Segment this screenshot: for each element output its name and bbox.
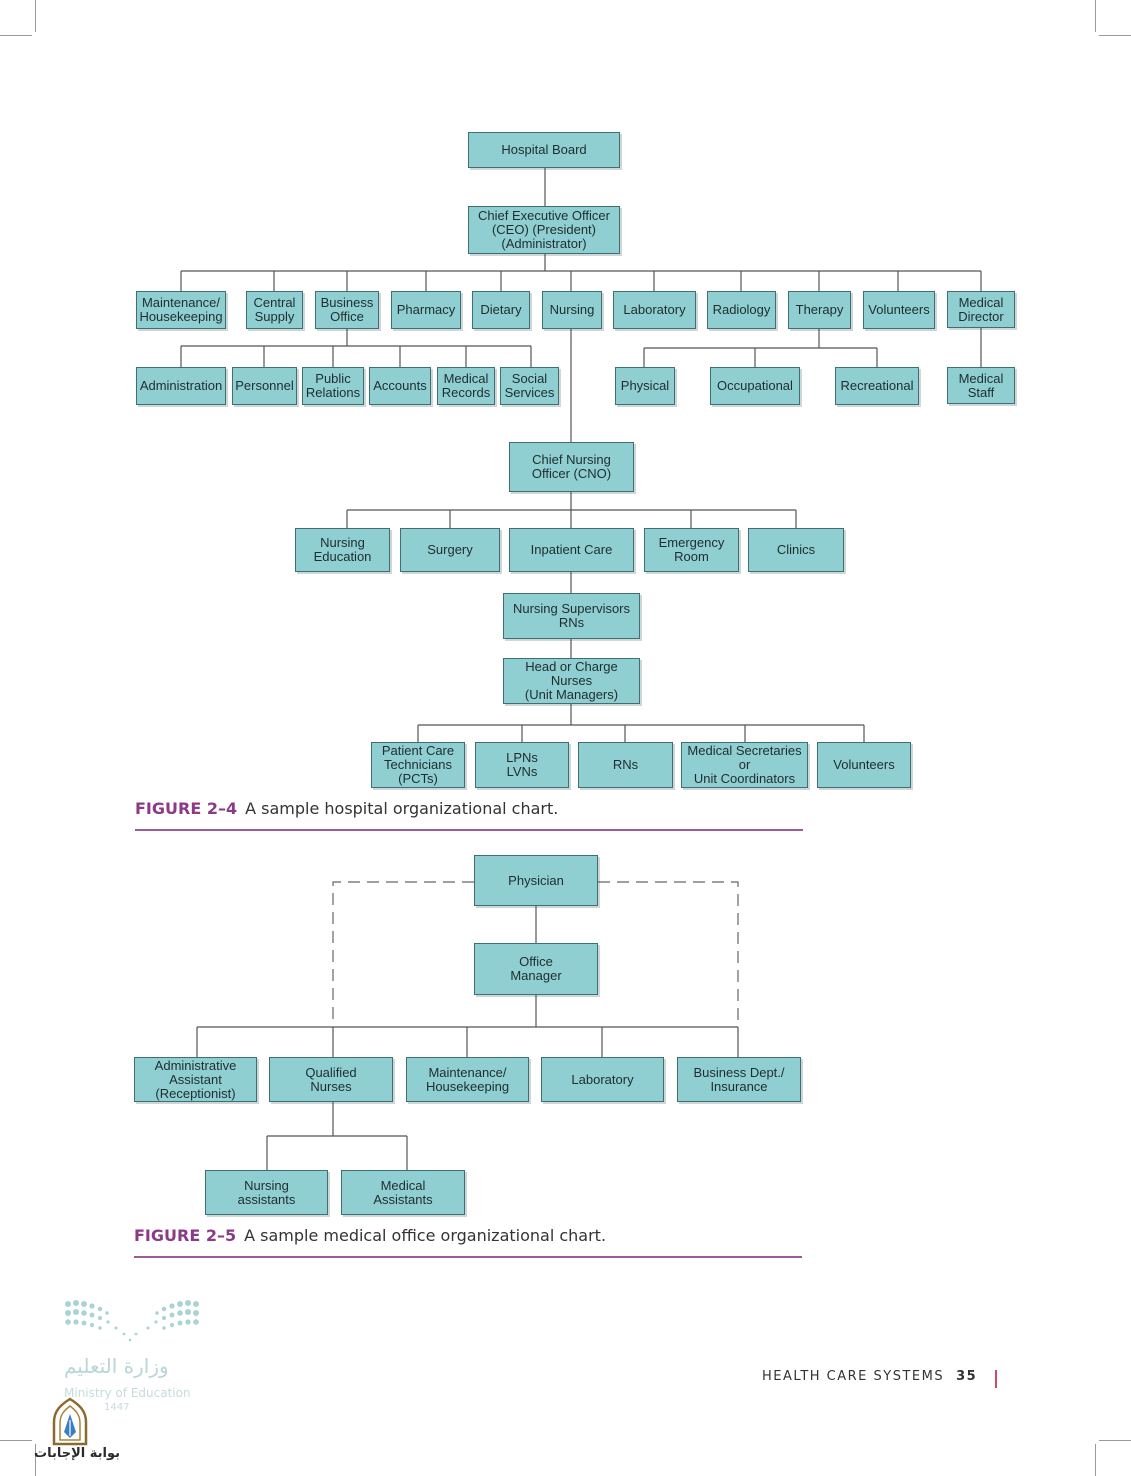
node-lpns-lvns: LPNs LVNs [475, 742, 569, 788]
node-office-manager: Office Manager [474, 943, 598, 995]
node-qualified-nurses: Qualified Nurses [269, 1057, 393, 1102]
node-dietary: Dietary [472, 291, 530, 329]
footer-section-title: HEALTH CARE SYSTEMS [762, 1369, 945, 1384]
node-inpatient-care: Inpatient Care [509, 528, 634, 572]
node-business-dept: Business Dept./ Insurance [677, 1057, 801, 1102]
figure-2-4-text: A sample hospital organizational chart. [245, 799, 559, 818]
crop-mark-top-right-h [1099, 35, 1131, 36]
node-physical: Physical [615, 367, 675, 405]
node-maintenance-housekeeping-office: Maintenance/ Housekeeping [406, 1057, 529, 1102]
node-laboratory: Laboratory [613, 291, 696, 329]
figure-2-4-label: FIGURE 2–4 [135, 799, 238, 818]
node-rns: RNs [578, 742, 673, 788]
node-medical-records: Medical Records [437, 367, 495, 405]
node-laboratory-office: Laboratory [541, 1057, 664, 1102]
node-maintenance-housekeeping: Maintenance/ Housekeeping [136, 291, 226, 329]
ministry-year: 1447 [104, 1402, 130, 1413]
page-number: 35 [956, 1369, 978, 1384]
node-administration: Administration [136, 367, 226, 405]
node-central-supply: Central Supply [246, 291, 303, 329]
node-nursing-education: Nursing Education [295, 528, 390, 572]
node-nursing: Nursing [542, 291, 602, 329]
page-footer: HEALTH CARE SYSTEMS 35 [762, 1369, 977, 1384]
node-nursing-assistants: Nursing assistants [205, 1170, 328, 1215]
crop-mark-top-right-v [1095, 0, 1096, 32]
footer-accent-bar [995, 1370, 997, 1388]
crop-mark-bottom-right-v [1095, 1444, 1096, 1476]
node-administrative-assistant: Administrative Assistant (Receptionist) [134, 1057, 257, 1102]
node-pcts: Patient Care Technicians (PCTs) [371, 742, 465, 788]
node-occupational: Occupational [710, 367, 800, 405]
ministry-logo-icon [65, 1300, 199, 1342]
node-ceo: Chief Executive Officer (CEO) (President… [468, 206, 620, 254]
node-physician: Physician [474, 855, 598, 906]
figure-2-4-caption: FIGURE 2–4 A sample hospital organization… [135, 799, 558, 818]
crop-mark-bottom-left-h [0, 1440, 32, 1441]
node-volunteers-bottom: Volunteers [817, 742, 911, 788]
node-pharmacy: Pharmacy [391, 291, 461, 329]
answers-portal-text: بوابة الإجابات [34, 1446, 120, 1461]
node-medical-staff: Medical Staff [947, 367, 1015, 404]
node-clinics: Clinics [748, 528, 844, 572]
crop-mark-bottom-right-h [1099, 1440, 1131, 1441]
figure-2-4-rule [135, 829, 803, 831]
node-volunteers-top: Volunteers [863, 291, 935, 329]
node-medical-director: Medical Director [947, 291, 1015, 328]
node-medical-assistants: Medical Assistants [341, 1170, 465, 1215]
node-personnel: Personnel [232, 367, 297, 405]
node-hospital-board: Hospital Board [468, 132, 620, 168]
node-radiology: Radiology [707, 291, 776, 329]
node-social-services: Social Services [500, 367, 559, 405]
node-therapy: Therapy [788, 291, 851, 329]
node-surgery: Surgery [400, 528, 500, 572]
node-cno: Chief Nursing Officer (CNO) [509, 442, 634, 492]
node-accounts: Accounts [369, 367, 431, 405]
crop-mark-top-left-v [35, 0, 36, 32]
answers-portal-icon [52, 1397, 88, 1446]
figure-2-5-rule [134, 1256, 802, 1258]
node-public-relations: Public Relations [302, 367, 364, 405]
ministry-name-english: Ministry of Education [64, 1386, 191, 1400]
node-recreational: Recreational [835, 367, 919, 405]
node-nursing-supervisors: Nursing Supervisors RNs [503, 593, 640, 639]
ministry-name-arabic: وزارة التعليم [64, 1354, 169, 1378]
crop-mark-top-left-h [0, 35, 32, 36]
figure-2-5-text: A sample medical office organizational c… [244, 1226, 607, 1245]
node-emergency-room: Emergency Room [644, 528, 739, 572]
node-head-charge-nurses: Head or Charge Nurses (Unit Managers) [503, 658, 640, 704]
node-medical-secretaries: Medical Secretaries or Unit Coordinators [681, 742, 808, 788]
crop-mark-bottom-left-v [35, 1444, 36, 1476]
figure-2-5-caption: FIGURE 2–5 A sample medical office organi… [134, 1226, 606, 1245]
figure-2-5-label: FIGURE 2–5 [134, 1226, 237, 1245]
node-business-office: Business Office [315, 291, 379, 329]
